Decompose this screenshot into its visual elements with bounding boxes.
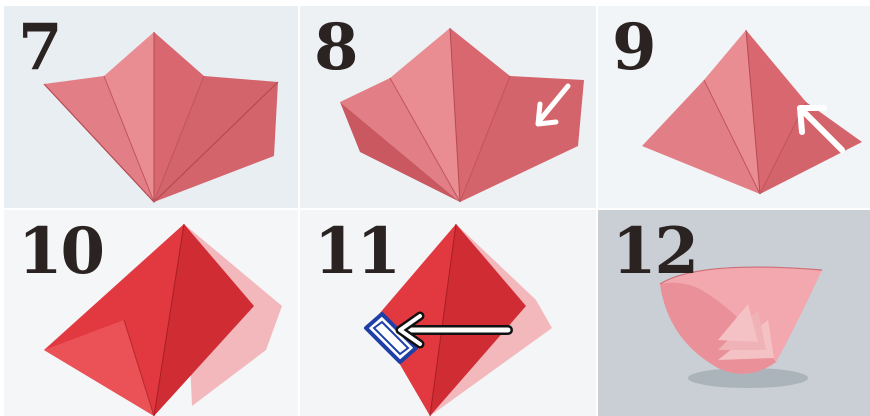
step-7-panel: 7 (4, 6, 298, 208)
step-8-panel: 8 (300, 6, 596, 208)
step-number-8: 8 (314, 16, 357, 80)
step-number-7: 7 (18, 16, 61, 80)
step-number-9: 9 (612, 16, 655, 80)
step-number-11: 11 (314, 220, 399, 284)
step-number-12: 12 (612, 220, 697, 284)
step-10-panel: 10 (4, 210, 298, 416)
step-9-panel: 9 (598, 6, 870, 208)
step-11-panel: 11 (300, 210, 596, 416)
step-12-panel: 12 (598, 210, 870, 416)
step-number-10: 10 (18, 220, 103, 284)
